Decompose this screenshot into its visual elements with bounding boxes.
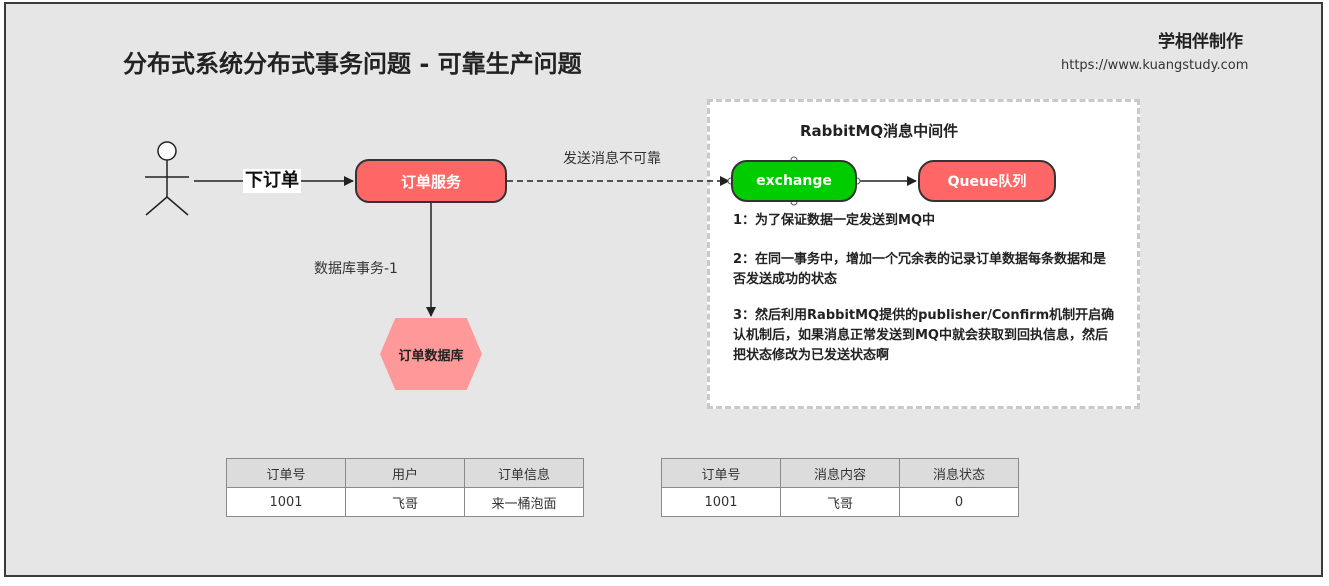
column-header-message-status: 消息状态 <box>899 458 1019 488</box>
user-actor-icon <box>145 141 189 216</box>
table-row: 1001 飞哥 0 <box>661 487 1019 517</box>
order-service-node: 订单服务 <box>355 159 507 203</box>
column-header-order-id: 订单号 <box>226 458 346 488</box>
table-cell: 飞哥 <box>345 487 465 517</box>
table-cell: 1001 <box>226 487 346 517</box>
rabbitmq-title: RabbitMQ消息中间件 <box>800 122 959 140</box>
exchange-node: exchange <box>731 160 857 202</box>
queue-node: Queue队列 <box>918 160 1056 202</box>
send-unreliable-label: 发送消息不可靠 <box>563 151 661 167</box>
order-database-node: 订单数据库 <box>380 318 482 390</box>
brand-label: 学相伴制作 <box>1158 32 1243 52</box>
note-1: 1：为了保证数据一定发送到MQ中 <box>733 213 936 228</box>
table-cell: 1001 <box>661 487 781 517</box>
orders-table: 订单号 用户 订单信息 1001 飞哥 来一桶泡面 <box>226 458 584 517</box>
column-header-order-id: 订单号 <box>661 458 781 488</box>
page-title: 分布式系统分布式事务问题 - 可靠生产问题 <box>123 50 582 78</box>
table-header-row: 订单号 消息内容 消息状态 <box>661 458 1019 488</box>
table-cell: 飞哥 <box>780 487 900 517</box>
note-3: 3：然后利用RabbitMQ提供的publisher/Confirm机制开启确认… <box>733 308 1115 363</box>
place-order-label: 下订单 <box>243 169 301 193</box>
db-transaction-label: 数据库事务-1 <box>314 261 398 277</box>
site-url: https://www.kuangstudy.com <box>1061 58 1249 73</box>
table-row: 1001 飞哥 来一桶泡面 <box>226 487 584 517</box>
table-cell: 来一桶泡面 <box>464 487 584 517</box>
column-header-user: 用户 <box>345 458 465 488</box>
table-header-row: 订单号 用户 订单信息 <box>226 458 584 488</box>
note-2: 2：在同一事务中，增加一个冗余表的记录订单数据每条数据和是否发送成功的状态 <box>733 252 1107 287</box>
column-header-order-info: 订单信息 <box>464 458 584 488</box>
table-cell: 0 <box>899 487 1019 517</box>
rabbitmq-container <box>707 99 1140 409</box>
messages-table: 订单号 消息内容 消息状态 1001 飞哥 0 <box>661 458 1019 517</box>
column-header-message-content: 消息内容 <box>780 458 900 488</box>
